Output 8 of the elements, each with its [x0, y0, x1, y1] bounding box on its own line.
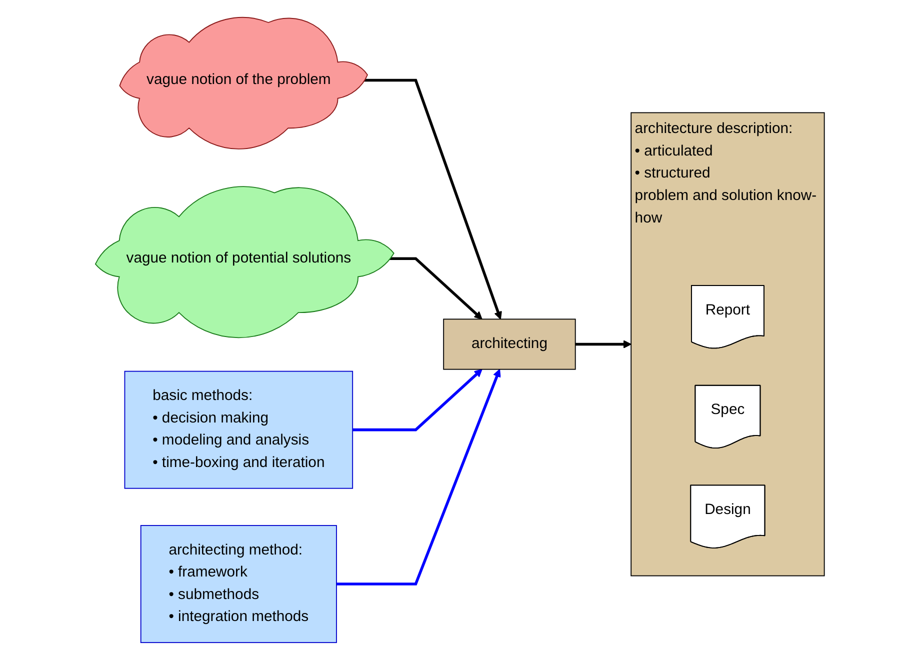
- arrow: [362, 78, 502, 320]
- node-box: architecting: [443, 318, 576, 370]
- arrow: [575, 340, 632, 348]
- arrow: [352, 368, 482, 432]
- arrow: [388, 257, 482, 320]
- arrow: [336, 368, 501, 586]
- node-box: architecting method: • framework • submethods • integration methods: [140, 525, 338, 644]
- node-box: basic methods: • decision making • modeling and analysis • time-boxing and iteration: [124, 370, 354, 489]
